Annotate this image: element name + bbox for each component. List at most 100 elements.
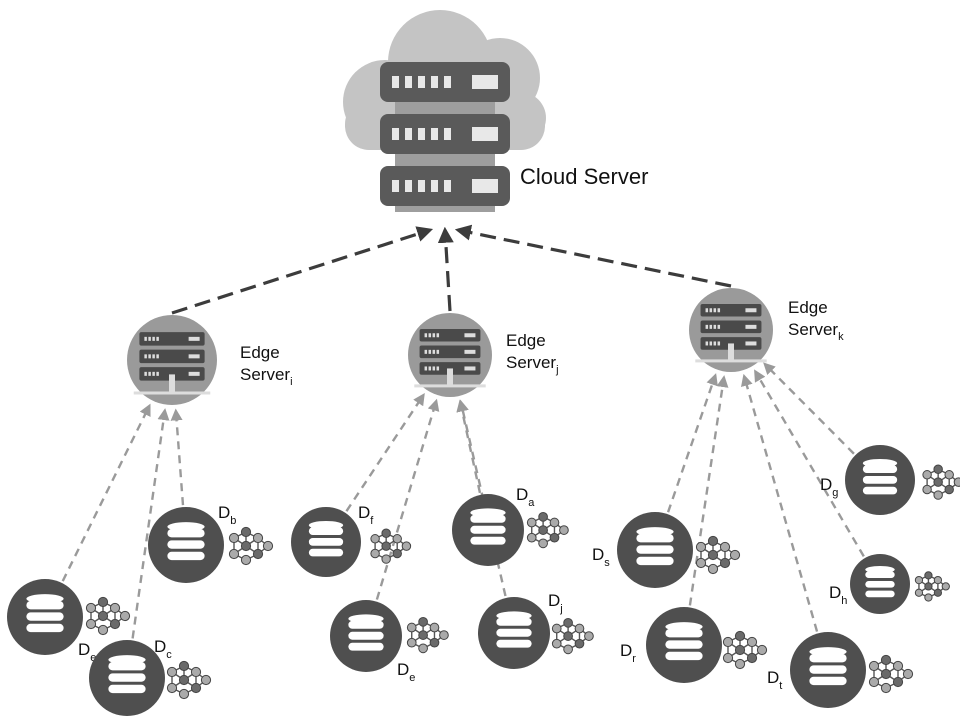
database-icon [617, 512, 693, 588]
device-r-label-base: D [620, 641, 632, 660]
database-icon [845, 445, 915, 515]
device-e2: De [330, 600, 449, 684]
device-t-label-base: D [767, 668, 779, 687]
device-to-edge-links [61, 362, 865, 639]
edge-server-i-label-subscript: i [290, 376, 292, 388]
device-r: Dr [620, 607, 768, 683]
device-e1-label: De [78, 640, 96, 664]
device-s-label-base: D [592, 545, 604, 564]
device-c-label: Dc [154, 637, 172, 661]
device-e2-to-edge-j-link [375, 398, 440, 600]
device-g-label-base: D [820, 475, 832, 494]
device-t-label: Dt [767, 668, 782, 692]
device-f-label-subscript: f [370, 515, 374, 527]
edge-server-k-label-line2: Server [788, 320, 838, 339]
device-j-label: Dj [548, 591, 563, 615]
database-icon [790, 632, 866, 708]
database-icon [7, 579, 83, 655]
device-c-to-edge-i-link [131, 408, 170, 639]
device-r-to-edge-k-link [688, 375, 729, 606]
device-e1-label-base: D [78, 640, 90, 659]
edge-server-k-to-cloud-link [454, 224, 732, 288]
device-j: Dj [478, 591, 594, 669]
device-b-label-base: D [218, 503, 230, 522]
device-g-label: Dg [820, 475, 838, 499]
device-h-to-edge-k-link [754, 369, 865, 558]
device-e2-label: De [397, 660, 415, 684]
device-r-label: Dr [620, 641, 636, 665]
device-c-label-base: D [154, 637, 166, 656]
edge-server-k-label-line1: Edge [788, 298, 828, 317]
neural-network-icon [922, 464, 960, 500]
edge-server-icon [408, 313, 492, 397]
database-icon [646, 607, 722, 683]
database-icon [89, 640, 165, 716]
neural-network-icon [370, 528, 412, 564]
device-g-to-edge-k-link [763, 362, 855, 455]
device-j-label-base: D [548, 591, 560, 610]
database-icon [291, 507, 361, 577]
database-icon [478, 597, 550, 669]
cloud-server: Cloud Server [343, 10, 648, 212]
device-e1-label-subscript: e [90, 652, 96, 664]
database-icon [452, 494, 524, 566]
neural-network-icon [85, 596, 131, 636]
device-a: Da [452, 485, 569, 566]
device-e1-to-edge-i-link [61, 403, 151, 582]
device-s: Ds [592, 512, 741, 588]
neural-network-icon [526, 511, 569, 549]
neural-network-icon [695, 535, 741, 575]
device-c-label-subscript: c [166, 649, 172, 661]
device-b: Db [148, 503, 274, 583]
device-e2-label-base: D [397, 660, 409, 679]
edge-server-i-label-line1: Edge [240, 343, 280, 362]
device-t-label-subscript: t [779, 680, 782, 692]
neural-network-icon [228, 526, 274, 566]
neural-network-icon [868, 654, 914, 694]
device-b-label: Db [218, 503, 236, 527]
cloud-server-label: Cloud Server [520, 164, 648, 189]
edge-server-j-to-cloud-link [437, 226, 454, 312]
device-h: Dh [829, 554, 950, 614]
device-h-label-base: D [829, 583, 841, 602]
device-f-label-base: D [358, 503, 370, 522]
database-icon [330, 600, 402, 672]
device-b-to-edge-i-link [170, 408, 185, 506]
edge-server-j-label-line1: Edge [506, 331, 546, 350]
device-a-label: Da [516, 485, 535, 509]
database-icon [148, 507, 224, 583]
edge-server-i-label-line2: Server [240, 365, 290, 384]
device-f: Df [291, 503, 412, 577]
device-e1: De [7, 579, 131, 664]
neural-network-icon [914, 571, 950, 602]
edge-server-icon [127, 315, 217, 405]
edge-server-i-to-cloud-link [171, 226, 434, 315]
device-h-label-subscript: h [841, 595, 847, 607]
edge-server-j-label-line2: Server [506, 353, 556, 372]
edge-server-icon [689, 288, 773, 372]
neural-network-icon [406, 616, 449, 654]
neural-network-icon [166, 660, 212, 700]
device-s-to-edge-k-link [666, 373, 718, 513]
cloud-server-icon [343, 10, 546, 212]
device-f-label: Df [358, 503, 374, 527]
device-j-label-subscript: j [559, 603, 562, 615]
device-e2-label-subscript: e [409, 672, 415, 684]
edge-to-cloud-links [171, 224, 732, 315]
edge-server-j-label-subscript: j [555, 364, 558, 376]
device-s-label-subscript: s [604, 557, 610, 569]
device-t: Dt [767, 632, 914, 708]
device-r-label-subscript: r [632, 653, 636, 665]
neural-network-icon [722, 630, 768, 670]
device-a-label-base: D [516, 485, 528, 504]
database-icon [850, 554, 910, 614]
device-f-to-edge-j-link [345, 393, 425, 512]
